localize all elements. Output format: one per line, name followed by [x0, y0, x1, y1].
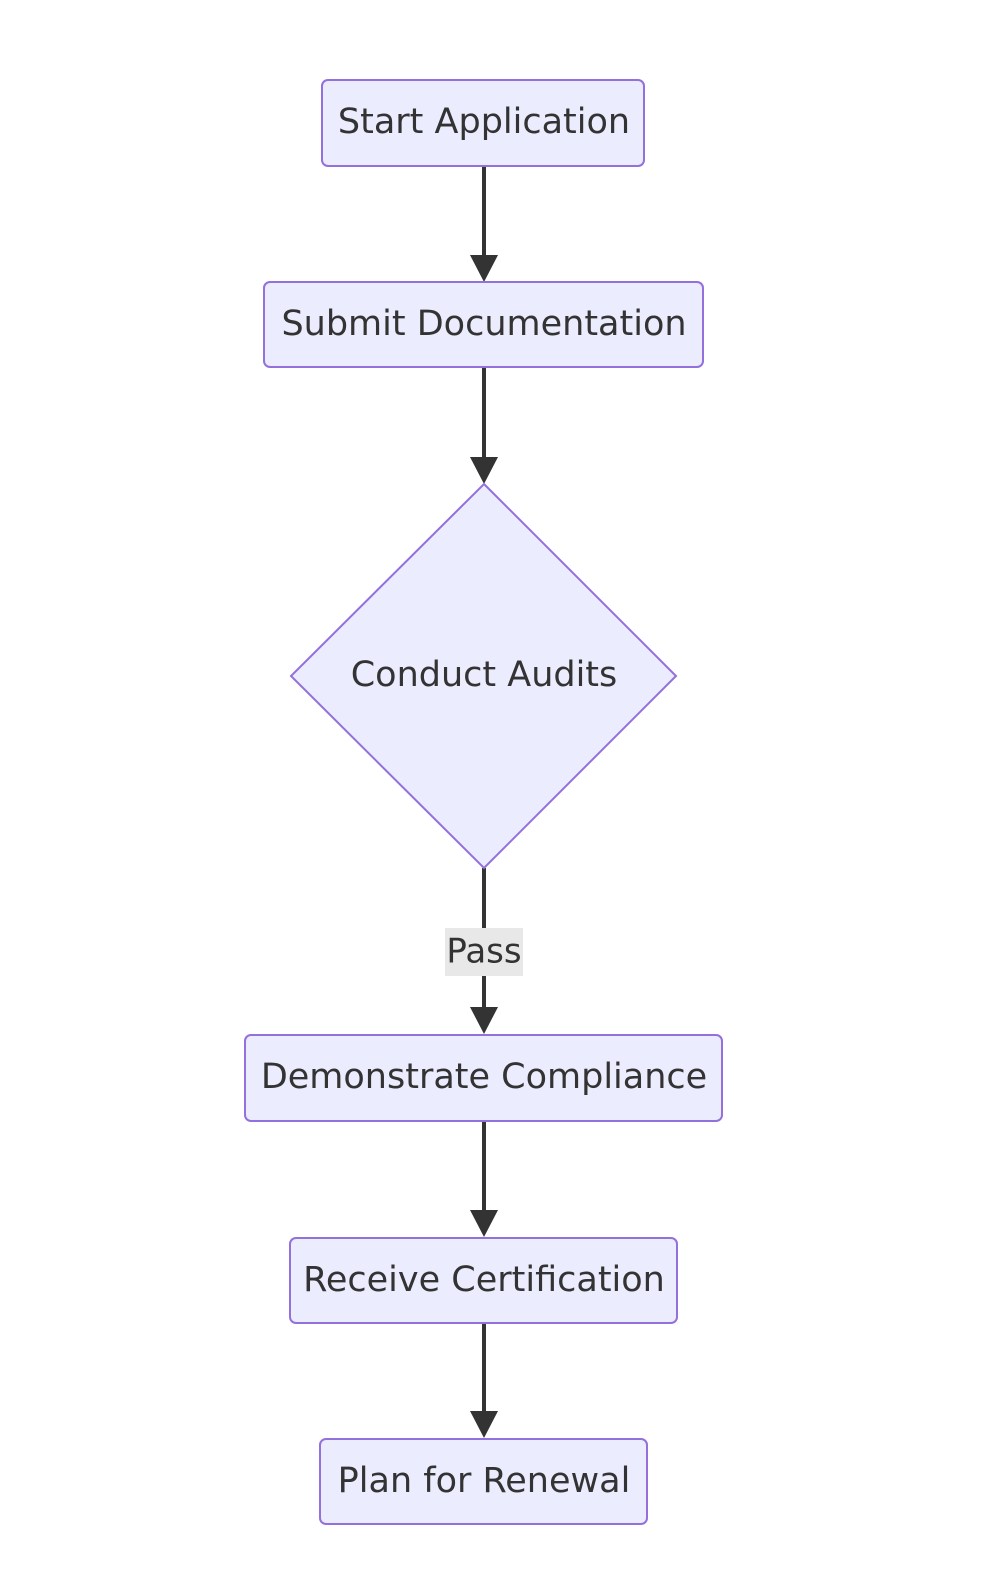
- node-label: Conduct Audits: [351, 655, 618, 695]
- node-label: Plan for Renewal: [338, 1461, 631, 1501]
- arrowhead-icon: [470, 1007, 498, 1034]
- edge-cert-to-renew: [470, 1323, 498, 1438]
- edge-label-text: Pass: [446, 932, 521, 972]
- node-label: Demonstrate Compliance: [261, 1057, 707, 1097]
- edge-submit-to-audit: [470, 367, 498, 484]
- node-label: Receive Certification: [303, 1260, 665, 1300]
- arrowhead-icon: [470, 255, 498, 282]
- edge-label-pass: Pass: [445, 928, 523, 976]
- node-submit-documentation: Submit Documentation: [263, 281, 704, 368]
- arrowhead-icon: [470, 1411, 498, 1438]
- nodes: Start Application Submit Documentation C…: [244, 79, 723, 1525]
- node-plan-for-renewal: Plan for Renewal: [319, 1438, 648, 1525]
- node-conduct-audits: Conduct Audits: [289, 482, 678, 870]
- node-label: Start Application: [338, 102, 630, 142]
- node-start-application: Start Application: [321, 79, 645, 167]
- node-receive-certification: Receive Certification: [289, 1237, 678, 1324]
- node-demonstrate-compliance: Demonstrate Compliance: [244, 1034, 723, 1122]
- edge-comply-to-cert: [470, 1121, 498, 1237]
- arrowhead-icon: [470, 1210, 498, 1237]
- edge-start-to-submit: [470, 166, 498, 282]
- node-label: Submit Documentation: [281, 304, 686, 344]
- arrowhead-icon: [470, 457, 498, 484]
